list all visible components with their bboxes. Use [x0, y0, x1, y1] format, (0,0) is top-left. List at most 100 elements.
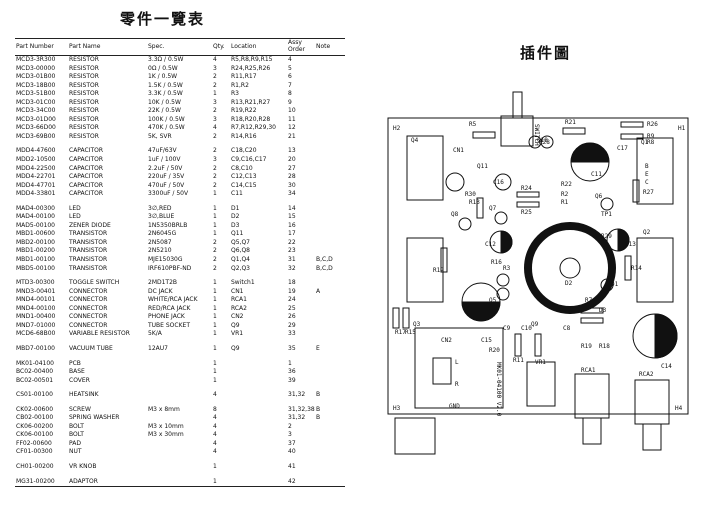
cell-qty: 4	[213, 439, 217, 447]
svg-text:C9: C9	[503, 325, 511, 332]
cell-location: Q1,Q4	[231, 256, 250, 264]
cell-qty: 2	[213, 147, 217, 155]
cell-spec: 1N5350BRLB	[148, 221, 188, 229]
cell-qty: 4	[213, 448, 217, 456]
svg-text:R8: R8	[647, 139, 655, 146]
cell-part-number: MND3-00401	[16, 287, 56, 295]
cell-assy-order: 35	[288, 344, 296, 352]
svg-text:Q1: Q1	[641, 139, 649, 146]
cell-part-number: CK06-00200	[16, 422, 54, 430]
svg-text:GND: GND	[449, 403, 460, 410]
svg-text:R16: R16	[491, 259, 502, 266]
cell-part-number: FF02-00600	[16, 439, 52, 447]
capacitor-c11-polarity	[570, 142, 610, 163]
cell-qty: 1	[213, 330, 217, 338]
cell-qty: 2	[213, 247, 217, 255]
cell-part-name: RESISTOR	[69, 107, 99, 115]
cell-qty: 2	[213, 81, 217, 89]
rca-jack-rca1	[574, 373, 610, 419]
svg-text:R21: R21	[565, 119, 576, 126]
cell-part-number: MDD4-47600	[16, 147, 56, 155]
cell-part-number: MBD1-00100	[16, 256, 55, 264]
cell-part-name: BOLT	[69, 431, 84, 439]
cell-part-number: MBD5-00100	[16, 264, 55, 272]
cell-location: R5,R8,R9,R15	[231, 56, 273, 63]
cell-location: Q6,Q8	[231, 247, 250, 255]
cell-spec: 1.5K / 0.5W	[148, 81, 183, 89]
cell-part-number: MND1-00400	[16, 313, 56, 321]
cell-part-number: MCD3-69B00	[16, 132, 56, 140]
cell-assy-order: 19	[288, 287, 296, 295]
cell-qty: 1	[213, 213, 217, 221]
cell-location: D1	[231, 204, 240, 212]
svg-text:L: L	[455, 359, 459, 366]
header-part-number: Part Number	[16, 43, 54, 50]
cell-part-number: CH01-00200	[16, 462, 54, 470]
cell-part-number: MCD3-01D00	[16, 115, 56, 123]
cell-qty: 1	[213, 204, 217, 212]
cell-location: Q9	[231, 321, 240, 329]
svg-text:VR1: VR1	[535, 359, 546, 366]
cell-spec: M3 x 8mm	[148, 405, 180, 413]
cell-location: Q9	[231, 344, 240, 352]
cell-part-number: MBD2-00100	[16, 238, 55, 246]
svg-text:R26: R26	[647, 121, 658, 128]
cell-part-name: RESISTOR	[69, 98, 99, 106]
svg-text:C14: C14	[661, 363, 672, 370]
cell-part-name: LED	[69, 213, 81, 221]
q4-heatsink	[406, 135, 444, 201]
cell-part-number: MND4-00101	[16, 296, 56, 304]
cell-qty: 3	[213, 98, 217, 106]
cell-location: D3	[231, 221, 240, 229]
cell-location: C18,C20	[231, 147, 257, 155]
cell-spec: WHITE/RCA JACK	[148, 296, 198, 304]
cell-qty: 1	[213, 313, 217, 321]
transistor-q6b	[600, 197, 614, 211]
cell-assy-order: 40	[288, 448, 296, 456]
cell-note: B,C,D	[316, 256, 333, 264]
cell-qty: 1	[213, 279, 217, 287]
svg-text:C16: C16	[493, 179, 504, 186]
cell-qty: 2	[213, 238, 217, 246]
cell-part-number: CS01-00100	[16, 391, 53, 399]
cell-qty: 4	[213, 431, 217, 439]
capacitor-c15-polarity	[461, 301, 501, 322]
cell-assy-order: 3	[288, 431, 292, 439]
cell-part-number: CF01-00300	[16, 448, 53, 456]
cell-qty: 1	[213, 376, 217, 384]
svg-text:R28: R28	[539, 139, 550, 146]
cell-note: A	[316, 287, 321, 295]
pcb-title: 插件圖	[520, 44, 572, 62]
cell-assy-order: 11	[288, 115, 296, 123]
cell-spec: 2N5210	[148, 247, 172, 255]
cell-location: Q2,Q3	[231, 264, 250, 272]
cell-part-name: SPRING WASHER	[69, 414, 120, 422]
cell-assy-order: 32	[288, 264, 296, 272]
cell-qty: 4	[213, 422, 217, 430]
header-part-name: Part Name	[69, 43, 101, 50]
cell-location: R3	[231, 90, 239, 98]
svg-text:D1: D1	[611, 281, 619, 288]
h3-label: H3	[393, 405, 401, 412]
svg-text:R9: R9	[647, 133, 655, 140]
cell-assy-order: 27	[288, 164, 296, 172]
cell-part-name: PAD	[69, 439, 81, 447]
cell-spec: 0Ω / 0.5W	[148, 64, 178, 72]
cell-part-name: ZENER DIODE	[69, 221, 111, 229]
cell-qty: 4	[213, 414, 217, 422]
cell-spec: 1K / 0.5W	[148, 73, 178, 81]
cell-spec: 5K/A	[148, 330, 162, 338]
svg-text:R25: R25	[521, 209, 532, 216]
cell-part-number: MCD3-01B00	[16, 73, 56, 81]
cell-location: CN1	[231, 287, 244, 295]
cell-part-name: TRANSISTOR	[69, 238, 108, 246]
svg-text:C17: C17	[617, 145, 628, 152]
